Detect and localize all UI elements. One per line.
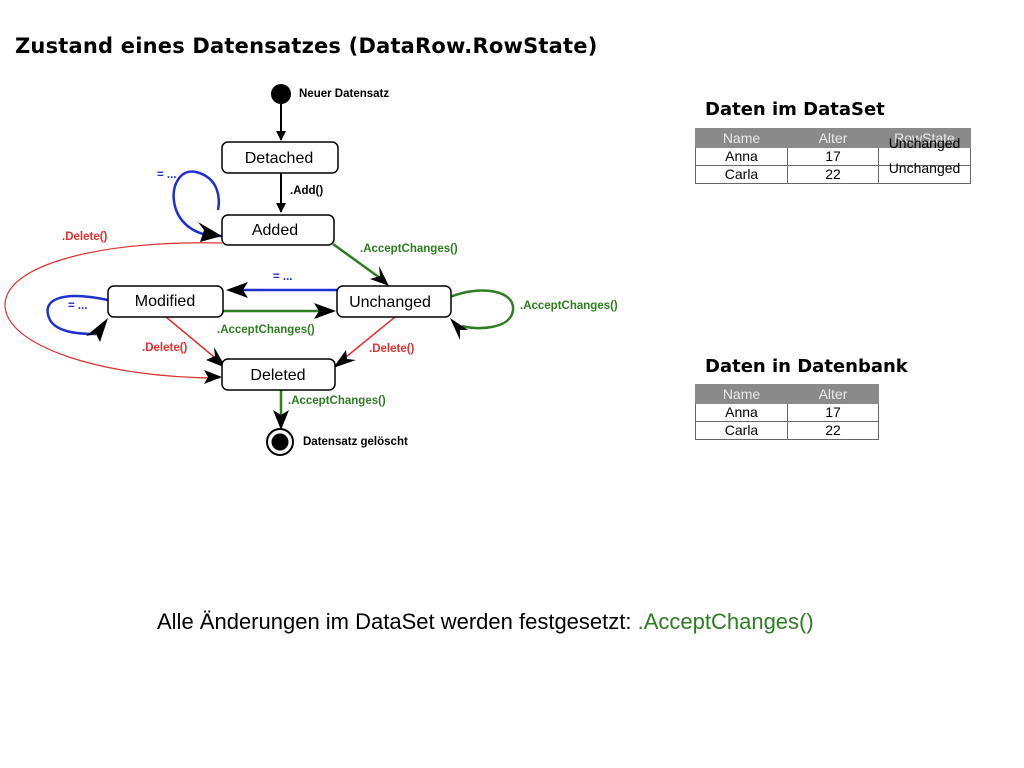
end-label: Datensatz gelöscht — [303, 436, 408, 448]
arrowhead-deleted-accept — [273, 410, 289, 430]
table-row: Carla 22 Unchanged — [695, 161, 971, 184]
dataset-cell-rowstate: Unchanged — [878, 136, 971, 166]
edge-label-added-delete: .Delete() — [62, 231, 108, 243]
database-header-name: Name — [695, 384, 788, 404]
edge-label-modified-delete: .Delete() — [142, 342, 188, 354]
edge-label-modified-self: = ... — [68, 300, 88, 312]
database-header-row: Name Alter — [695, 384, 879, 404]
database-cell-name: Anna — [695, 403, 788, 422]
state-deleted-label: Deleted — [250, 367, 305, 384]
footer-statement: Alle Änderungen im DataSet werden festge… — [157, 609, 814, 635]
arrowhead-modified-self — [86, 318, 108, 342]
dataset-title: Daten im DataSet — [705, 99, 885, 120]
arrowhead-modified-accept — [314, 303, 336, 319]
edge-added-delete — [4, 242, 223, 379]
state-added-label: Added — [252, 222, 298, 239]
state-unchanged-label: Unchanged — [349, 294, 431, 311]
dataset-header-alter: Alter — [787, 128, 879, 148]
dataset-cell-name: Carla — [695, 165, 788, 184]
state-modified-label: Modified — [135, 293, 195, 310]
footer-text: Alle Änderungen im DataSet werden festge… — [157, 609, 638, 634]
arrowhead-added-delete — [204, 370, 222, 384]
arrowhead-added-accept — [370, 266, 389, 286]
arrowhead-unchanged-delete — [333, 350, 356, 368]
database-cell-alter: 17 — [787, 403, 879, 422]
table-row: Anna 17 Unchanged — [695, 136, 971, 166]
edge-label-add: .Add() — [290, 185, 323, 197]
table-row: Carla 22 — [695, 421, 879, 440]
state-modified: Modified — [107, 285, 224, 318]
database-table: Name Alter Anna 17 Carla 22 — [695, 384, 879, 440]
end-node-core — [271, 433, 289, 451]
edge-unchanged-self — [449, 289, 515, 330]
state-unchanged: Unchanged — [336, 285, 452, 318]
dataset-cell-alter: 17 — [787, 147, 879, 166]
edge-label-added-accept: .AcceptChanges() — [360, 243, 458, 255]
dataset-cell-alter: 22 — [787, 165, 879, 184]
dataset-cell-name: Anna — [695, 147, 788, 166]
dataset-header-name: Name — [695, 128, 788, 148]
dataset-header-rowstate: RowState — [878, 128, 971, 148]
state-detached: Detached — [221, 141, 339, 174]
arrowhead-modified-delete — [206, 347, 226, 368]
dataset-rowstate-text: Unchanged — [888, 160, 961, 176]
edge-label-modified-accept: .AcceptChanges() — [217, 324, 315, 336]
footer-code: .AcceptChanges() — [637, 609, 814, 634]
dataset-rowstate-text: Unchanged — [888, 135, 961, 151]
edge-label-unchanged-delete: .Delete() — [369, 343, 415, 355]
state-added: Added — [221, 214, 335, 246]
start-label: Neuer Datensatz — [299, 88, 389, 100]
state-deleted: Deleted — [221, 358, 336, 391]
arrowhead-added-self — [198, 222, 222, 242]
dataset-table: Name Alter RowState Anna 17 Unchanged Ca… — [695, 128, 971, 184]
edge-unchanged-delete — [345, 316, 396, 358]
table-row: Anna 17 — [695, 403, 879, 422]
arrowhead-unchanged-modified — [226, 282, 248, 298]
arrowhead-unchanged-self — [450, 318, 468, 340]
edge-label-unchanged-self: .AcceptChanges() — [520, 300, 618, 312]
state-detached-label: Detached — [245, 150, 314, 167]
edge-label-added-self: = ... — [157, 169, 177, 181]
edge-modified-self — [46, 294, 109, 336]
edge-label-deleted-accept: .AcceptChanges() — [288, 395, 386, 407]
edge-added-accept — [332, 242, 381, 280]
edge-added-self — [172, 170, 223, 238]
edge-label-unchanged-modified: = ... — [273, 271, 293, 283]
database-title: Daten in Datenbank — [705, 356, 908, 377]
dataset-cell-rowstate: Unchanged — [878, 161, 971, 184]
database-cell-name: Carla — [695, 421, 788, 440]
edge-modified-delete — [165, 316, 215, 358]
page-title: Zustand eines Datensatzes (DataRow.RowSt… — [15, 34, 598, 58]
start-node — [271, 84, 291, 104]
database-cell-alter: 22 — [787, 421, 879, 440]
database-header-alter: Alter — [787, 384, 879, 404]
